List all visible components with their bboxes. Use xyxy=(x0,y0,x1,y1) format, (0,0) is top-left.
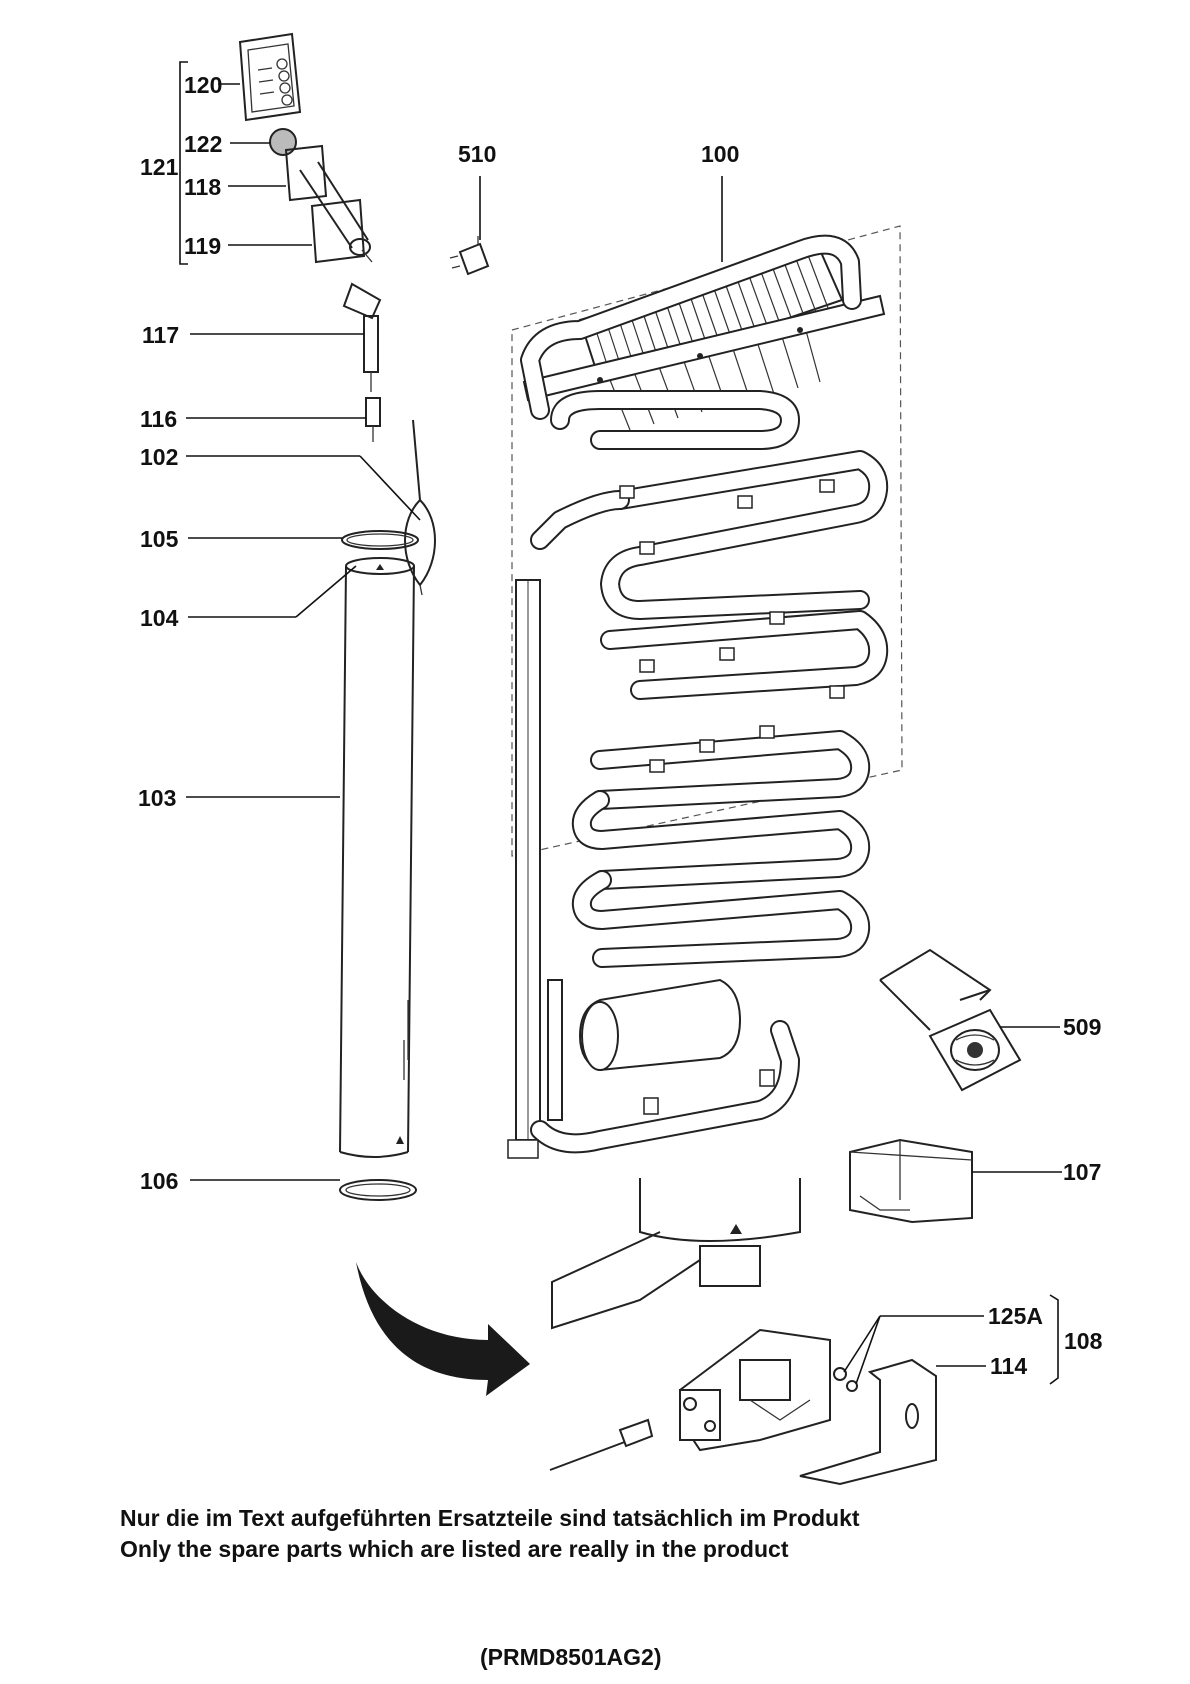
part-103-104-flue-tube xyxy=(339,557,415,1158)
part-102-flue-baffle xyxy=(404,419,436,596)
group-121-bracket xyxy=(179,61,188,265)
part-108-valve-assembly xyxy=(549,1328,858,1471)
label-103: 103 xyxy=(138,785,177,811)
label-119: 119 xyxy=(184,233,222,259)
group-108-bracket xyxy=(1049,1294,1059,1385)
label-100: 100 xyxy=(701,141,740,167)
label-510: 510 xyxy=(458,141,497,167)
label-107: 107 xyxy=(1063,1159,1102,1185)
part-509-fan xyxy=(879,948,1022,1092)
note-german: Nur die im Text aufgeführten Ersatzteile… xyxy=(120,1505,860,1531)
part-510-plug xyxy=(449,236,490,276)
label-509: 509 xyxy=(1063,1014,1102,1040)
label-122: 122 xyxy=(184,131,223,157)
part-105-ring xyxy=(341,530,419,550)
label-108: 108 xyxy=(1064,1328,1103,1354)
part-122-mesh-cap xyxy=(269,128,297,156)
label-120: 120 xyxy=(184,72,223,98)
part-107-cover xyxy=(849,1138,973,1224)
label-121: 121 xyxy=(140,154,179,180)
label-114: 114 xyxy=(990,1353,1028,1379)
model-code: (PRMD8501AG2) xyxy=(480,1644,662,1670)
note-english: Only the spare parts which are listed ar… xyxy=(120,1536,789,1562)
label-116: 116 xyxy=(140,406,178,432)
label-105: 105 xyxy=(140,526,179,552)
label-104: 104 xyxy=(140,605,179,631)
label-125a: 125A xyxy=(988,1303,1043,1329)
part-116-connector xyxy=(365,397,381,442)
label-117: 117 xyxy=(142,322,180,348)
part-100-cooling-unit xyxy=(507,225,903,1159)
direction-arrow xyxy=(356,1262,530,1396)
label-118: 118 xyxy=(184,174,222,200)
label-106: 106 xyxy=(140,1168,179,1194)
part-118-119-burner-tube xyxy=(284,144,373,264)
label-102: 102 xyxy=(140,444,179,470)
part-114-bracket xyxy=(799,1358,937,1486)
part-106-ring xyxy=(339,1179,417,1201)
leader-lines xyxy=(186,83,1062,1385)
burner-housing xyxy=(551,1178,801,1330)
part-120-panel xyxy=(238,32,302,122)
part-117-element xyxy=(342,282,382,392)
